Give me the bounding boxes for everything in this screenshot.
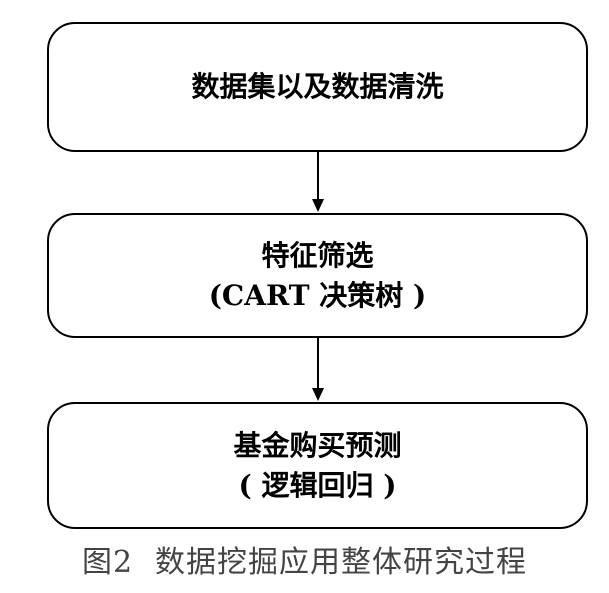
step-box-data-cleaning: 数据集以及数据清洗 — [47, 22, 588, 152]
step-2-method: (CART 决策树 ) — [208, 278, 427, 312]
arrow-down-icon — [312, 337, 324, 401]
figure-title: 数据挖掘应用整体研究过程 — [155, 545, 528, 580]
arrow-down-icon — [312, 151, 324, 212]
figure-number: 图2 — [81, 545, 134, 580]
step-box-feature-selection: 特征筛选 (CART 决策树 ) — [47, 213, 588, 338]
step-box-fund-prediction: 基金购买预测 ( 逻辑回归 ) — [47, 402, 588, 529]
step-1-label: 数据集以及数据清洗 — [191, 70, 444, 103]
step-2-label: 特征筛选 — [261, 238, 374, 272]
step-3-method: ( 逻辑回归 ) — [238, 468, 397, 502]
figure-caption: 图2 数据挖掘应用整体研究过程 — [0, 543, 609, 583]
step-3-label: 基金购买预测 — [233, 428, 402, 462]
